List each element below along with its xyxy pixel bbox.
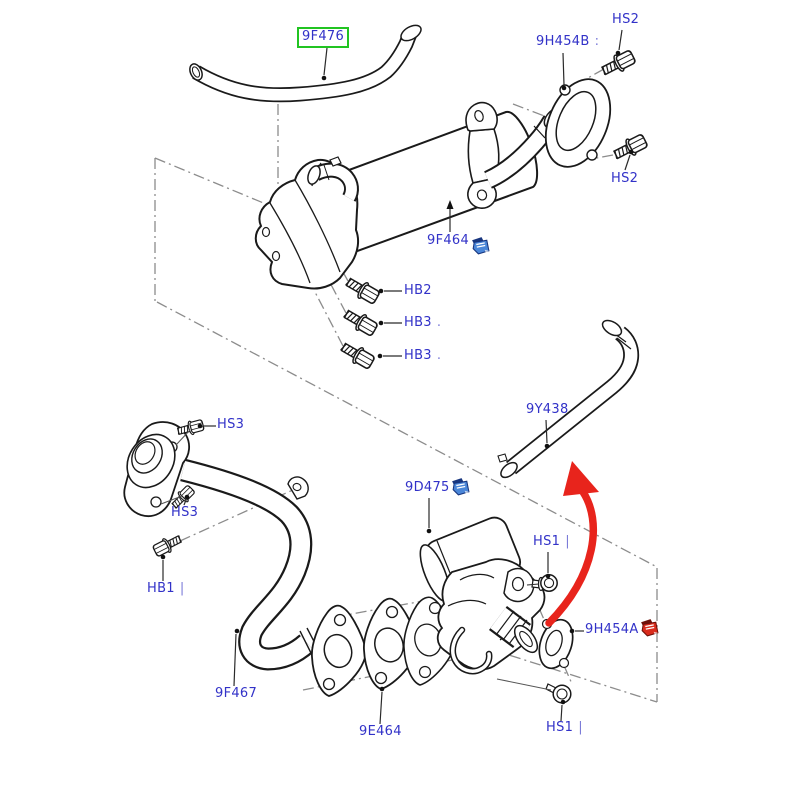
bolt-hs1-1 <box>531 574 558 592</box>
part-label-hs3-2[interactable]: HS3 <box>171 505 199 520</box>
red-direction-arrow <box>545 461 599 627</box>
gasket-9h454a-drawing <box>538 618 574 670</box>
part-label-hb3-1[interactable]: HB3. <box>404 315 442 330</box>
leader-lines <box>160 29 634 725</box>
part-label-9e464[interactable]: 9E464 <box>359 724 402 739</box>
blue-note-icon[interactable] <box>470 236 491 255</box>
pipe-9f467-drawing <box>123 421 320 671</box>
part-label-9d475[interactable]: 9D475 <box>405 480 450 495</box>
part-label-hs1-2[interactable]: HS1| <box>546 720 583 735</box>
bolt-hb3-1 <box>340 305 380 339</box>
bolt-hb2 <box>342 273 382 307</box>
valve-9d475-drawing <box>403 516 546 686</box>
pipe-flange-plate-drawing <box>311 604 367 697</box>
bolt-hb1 <box>150 531 185 559</box>
hose-9f476-drawing <box>189 24 422 103</box>
part-label-hb2[interactable]: HB2 <box>404 283 432 298</box>
bolt-hs1-2 <box>545 683 572 704</box>
part-label-9f467[interactable]: 9F467 <box>215 686 258 701</box>
part-label-hs2-1[interactable]: HS2 <box>612 12 640 27</box>
part-label-hs1-1[interactable]: HS1| <box>533 534 570 549</box>
hose-9y438-drawing <box>497 319 640 479</box>
gasket-9h454b-drawing <box>544 78 612 168</box>
cooler-9f464-drawing <box>254 101 563 290</box>
part-label-9h454a[interactable]: 9H454A <box>585 622 639 637</box>
bolt-hs2-2 <box>610 131 650 164</box>
part-label-9f476-selected[interactable]: 9F476 <box>297 27 350 48</box>
part-label-hs3-1[interactable]: HS3 <box>217 417 245 432</box>
bolt-hb3-2 <box>337 338 377 372</box>
part-label-9f464[interactable]: 9F464 <box>427 233 470 248</box>
red-note-icon[interactable] <box>639 618 660 637</box>
part-label-hs2-2[interactable]: HS2 <box>611 171 639 186</box>
part-label-9h454b[interactable]: 9H454B: <box>536 34 600 49</box>
blue-note-icon[interactable] <box>450 477 471 496</box>
part-label-hb1[interactable]: HB1| <box>147 581 185 596</box>
part-label-hb3-2[interactable]: HB3. <box>404 348 442 363</box>
part-label-9y438[interactable]: 9Y438 <box>526 402 569 417</box>
